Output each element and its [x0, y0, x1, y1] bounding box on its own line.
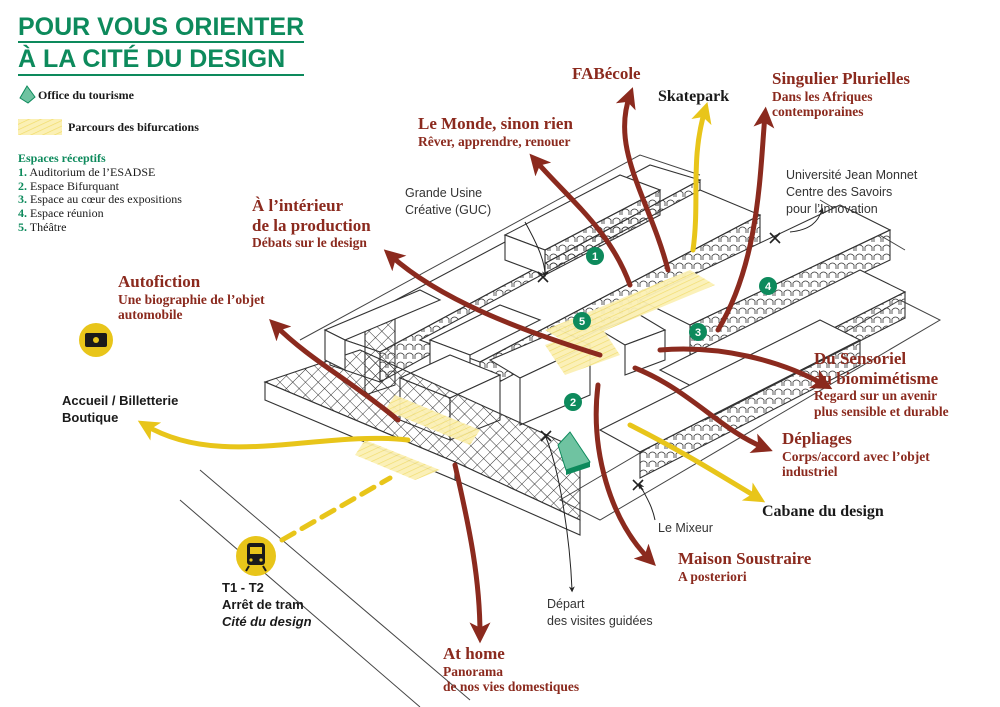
- office-tourisme-map-icon: [557, 431, 591, 475]
- espaces-title: Espaces réceptifs: [18, 151, 106, 165]
- svg-text:3: 3: [695, 327, 701, 339]
- ticket-icon[interactable]: [79, 323, 113, 357]
- label-at-home[interactable]: At home Panorama de nos vies domestiques: [443, 644, 580, 695]
- espace-item: 1. Auditorium de l’ESADSE: [18, 164, 156, 179]
- label-depliages[interactable]: Dépliages Corps/accord avec l’objet indu…: [782, 429, 930, 480]
- label-interieur-production[interactable]: À l’intérieur de la production Débats su…: [252, 196, 371, 251]
- label-guc: Grande Usine Créative (GUC): [405, 186, 492, 217]
- label-accueil[interactable]: Accueil / Billetterie Boutique: [62, 393, 179, 425]
- svg-text:2: 2: [570, 397, 576, 409]
- svg-text:5: 5: [579, 316, 585, 328]
- label-universite: Université Jean Monnet Centre des Savoir…: [786, 168, 918, 216]
- page-title: POUR VOUS ORIENTER À LA CITÉ DU DESIGN: [18, 14, 305, 79]
- tram-icon[interactable]: [236, 536, 276, 576]
- label-le-monde[interactable]: Le Monde, sinon rien Rêver, apprendre, r…: [418, 114, 573, 149]
- espace-item: 3. Espace au cœur des expositions: [18, 192, 182, 207]
- legend-espaces: Espaces réceptifs 1. Auditorium de l’ESA…: [18, 151, 182, 235]
- legend-parcours: Parcours des bifurcations: [68, 120, 199, 134]
- label-depart-visites: Départ des visites guidées: [547, 597, 653, 628]
- svg-text:4: 4: [765, 281, 772, 293]
- entrance-crosses: [537, 232, 781, 491]
- marker-4[interactable]: 4: [759, 277, 777, 295]
- space-markers: 1 2 3 4 5: [564, 247, 777, 411]
- label-tram[interactable]: T1 - T2 Arrêt de tram Cité du design: [222, 580, 312, 629]
- label-fabecole[interactable]: FABécole: [572, 64, 641, 83]
- marker-3[interactable]: 3: [689, 323, 707, 341]
- label-le-mixeur: Le Mixeur: [658, 521, 713, 535]
- marker-1[interactable]: 1: [586, 247, 604, 265]
- legend-office: Office du tourisme: [38, 88, 134, 102]
- marker-5[interactable]: 5: [573, 312, 591, 330]
- svg-text:1: 1: [592, 251, 598, 263]
- office-tourisme-icon: [19, 85, 36, 104]
- label-cabane-du-design[interactable]: Cabane du design: [762, 503, 884, 520]
- marker-2[interactable]: 2: [564, 393, 582, 411]
- red-arrows: [269, 87, 833, 644]
- yellow-arrows: [137, 101, 766, 543]
- parcours-legend-swatch: [18, 119, 62, 135]
- espace-item: 2. Espace Bifurquant: [18, 178, 119, 193]
- label-maison-soustraire[interactable]: Maison Soustraire A posteriori: [678, 549, 812, 584]
- label-sensoriel[interactable]: Du Sensoriel au biomimétisme Regard sur …: [814, 349, 949, 419]
- label-autofiction[interactable]: Autofiction Une biographie de l’objet au…: [118, 272, 265, 323]
- label-singulier-plurielles[interactable]: Singulier Plurielles Dans les Afriques c…: [772, 69, 911, 120]
- espace-item: 4. Espace réunion: [18, 206, 104, 221]
- label-skatepark[interactable]: Skatepark: [658, 88, 730, 105]
- espace-item: 5. Théâtre: [18, 219, 67, 234]
